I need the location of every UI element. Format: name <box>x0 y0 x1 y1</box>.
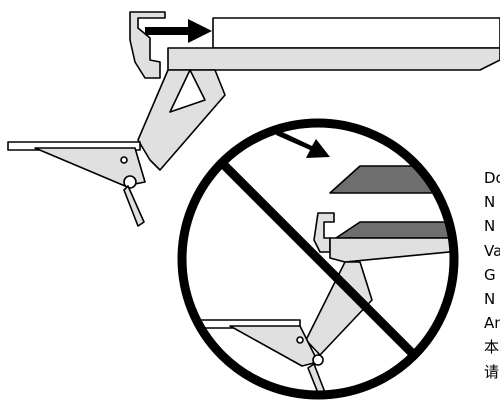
prohibited-scene <box>189 165 454 395</box>
label-line: N <box>484 217 496 236</box>
pivot-pin <box>120 156 128 164</box>
label-line: N <box>484 289 496 308</box>
language-labels: Do N N Va G N An 本 请 <box>484 166 500 384</box>
top-shelf-board <box>212 17 500 49</box>
label-line: Do <box>484 169 500 187</box>
label-line: 本 <box>484 338 500 357</box>
right-arrow-icon <box>145 19 212 43</box>
inner-release-knob <box>312 354 324 366</box>
upper-shelf-assembly <box>7 11 500 227</box>
prohibited-icon <box>177 118 459 400</box>
release-lever <box>123 185 145 227</box>
clip-bracket <box>129 11 166 79</box>
tray-hinge-plate <box>34 147 146 187</box>
inner-support-arm <box>305 261 373 356</box>
inner-clip-bracket <box>313 212 335 253</box>
misplaced-shelf <box>329 165 454 194</box>
inner-pivot-pin <box>296 336 304 344</box>
label-line: An <box>484 314 500 333</box>
arm-brace <box>169 69 206 113</box>
release-knob <box>123 175 137 189</box>
label-line: 请 <box>484 362 500 381</box>
shelf-underside-plate <box>167 47 500 71</box>
label-line: G <box>484 265 496 284</box>
inner-underside-plate <box>329 237 454 263</box>
label-line: N <box>484 193 496 212</box>
support-arm <box>137 69 226 171</box>
mounted-shelf <box>335 221 454 239</box>
right-arrow-icon-small <box>276 130 330 158</box>
label-line: Va <box>484 241 500 260</box>
inner-hinge-plate <box>229 325 319 367</box>
inner-release-lever <box>307 363 327 395</box>
